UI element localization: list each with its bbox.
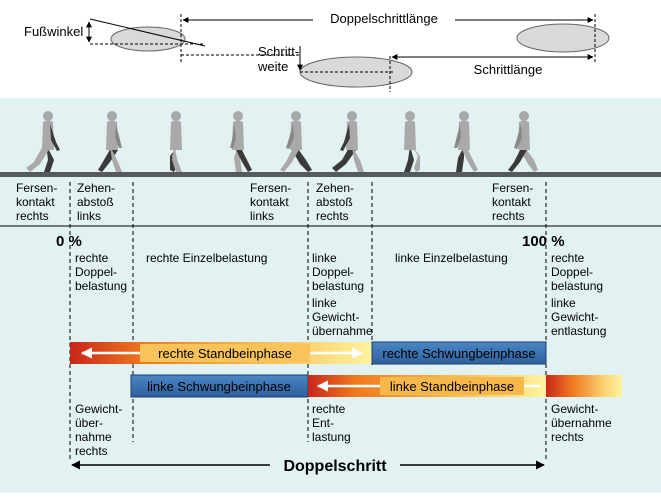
step-width-label-2: weite — [257, 59, 288, 74]
footprint-left-1 — [110, 26, 186, 52]
bottom-gewicht-3: rechts — [75, 444, 108, 458]
bottom-gewicht-0: Gewicht- — [75, 402, 122, 416]
phase-linke-doppel-1: Doppel- — [312, 265, 354, 279]
phase-linke-entlastung-0: linke — [551, 296, 576, 310]
footprints-section: Fußwinkel Doppelschrittlänge Schritt- we… — [24, 9, 610, 92]
bottom-gewicht2-2: rechts — [551, 430, 584, 444]
bar-rechte-schwung-label: rechte Schwungbeinphase — [382, 346, 535, 361]
walker-figure-1 — [26, 111, 60, 172]
phase-linke-doppel-2: belastung — [312, 279, 364, 293]
event-4-line-0: Fersen- — [492, 181, 533, 195]
bars-row-right: rechte Standbeinphase rechte Schwungbein… — [70, 341, 547, 365]
phase-linke-doppel-0: linke — [312, 251, 337, 265]
walker-figure-7 — [404, 111, 420, 172]
bottom-entlastung-2: lastung — [312, 430, 351, 444]
event-1-line-0: Zehen- — [77, 181, 115, 195]
walker-figure-3 — [170, 111, 182, 172]
ground-line — [0, 172, 661, 177]
walker-figure-6 — [332, 111, 364, 172]
bottom-gewicht2-1: übernahme — [551, 416, 612, 430]
bottom-entlastung-0: rechte — [312, 402, 346, 416]
bottom-gewicht2-0: Gewicht- — [551, 402, 598, 416]
phase-linke-gewicht-2: übernahme — [312, 324, 373, 338]
phase-rechte-doppel2-2: belastung — [551, 279, 603, 293]
bottom-entlastung-1: Ent- — [312, 416, 334, 430]
phase-rechte-doppel-1: Doppel- — [75, 265, 117, 279]
phase-linke-einzel: linke Einzelbelastung — [395, 251, 508, 265]
phase-labels: rechte Doppel- belastung rechte Einzelbe… — [75, 251, 606, 338]
phase-rechte-einzel: rechte Einzelbelastung — [146, 251, 267, 265]
step-width-label-1: Schritt- — [258, 44, 299, 59]
footprint-left-2 — [516, 23, 610, 53]
bottom-labels: Gewicht- über- nahme rechts rechte Ent- … — [75, 402, 612, 458]
event-2-line-1: kontakt — [250, 195, 289, 209]
phase-linke-gewicht-0: linke — [312, 296, 337, 310]
phase-linke-entlastung-1: Gewicht- — [551, 310, 598, 324]
foot-angle-label: Fußwinkel — [24, 24, 83, 39]
doppelschritt-label: Doppelschritt — [283, 458, 387, 475]
phase-linke-entlastung-2: entlastung — [551, 324, 606, 338]
walking-figures — [26, 111, 538, 172]
phase-rechte-doppel2-0: rechte — [551, 251, 585, 265]
step-length-label: Schrittlänge — [474, 62, 543, 77]
event-labels: Fersen- kontakt rechts Zehen- abstoß lin… — [16, 181, 533, 223]
phase-guides — [69, 182, 547, 462]
phase-rechte-doppel-2: belastung — [75, 279, 127, 293]
event-3-line-1: abstoß — [316, 195, 353, 209]
event-3-line-0: Zehen- — [316, 181, 354, 195]
walker-figure-4 — [230, 111, 252, 172]
walker-figure-9 — [508, 111, 538, 172]
bottom-gewicht-2: nahme — [75, 430, 112, 444]
bar-linke-stand-label: linke Standbeinphase — [390, 379, 514, 394]
walker-figure-8 — [454, 111, 478, 172]
bars-row-left: linke Schwungbeinphase linke Standbeinph… — [130, 374, 622, 398]
foot-angle-axis — [89, 18, 206, 47]
bar-linke-stand-continuation — [546, 375, 622, 397]
bar-rechte-stand-label: rechte Standbeinphase — [158, 346, 292, 361]
walker-figure-2 — [98, 111, 122, 172]
main-panel — [0, 98, 661, 493]
percent-end: 100 % — [522, 233, 565, 250]
event-0-line-0: Fersen- — [16, 181, 57, 195]
bar-rechte-schwungbeinphase — [371, 341, 547, 365]
event-4-line-2: rechts — [492, 209, 525, 223]
bar-linke-schwung-label: linke Schwungbeinphase — [147, 379, 291, 394]
event-0-line-1: kontakt — [16, 195, 55, 209]
event-4-line-1: kontakt — [492, 195, 531, 209]
event-2-line-0: Fersen- — [250, 181, 291, 195]
percent-start: 0 % — [56, 233, 82, 250]
phase-linke-gewicht-1: Gewicht- — [312, 310, 359, 324]
event-0-line-2: rechts — [16, 209, 49, 223]
bottom-gewicht-1: über- — [75, 416, 103, 430]
event-1-line-1: abstoß — [77, 195, 114, 209]
double-step-length-label: Doppelschrittlänge — [330, 11, 438, 26]
event-1-line-2: links — [77, 209, 101, 223]
event-3-line-2: rechts — [316, 209, 349, 223]
event-2-line-2: links — [250, 209, 274, 223]
phase-rechte-doppel2-1: Doppel- — [551, 265, 593, 279]
walker-figure-5 — [280, 111, 312, 172]
phase-rechte-doppel-0: rechte — [75, 251, 109, 265]
